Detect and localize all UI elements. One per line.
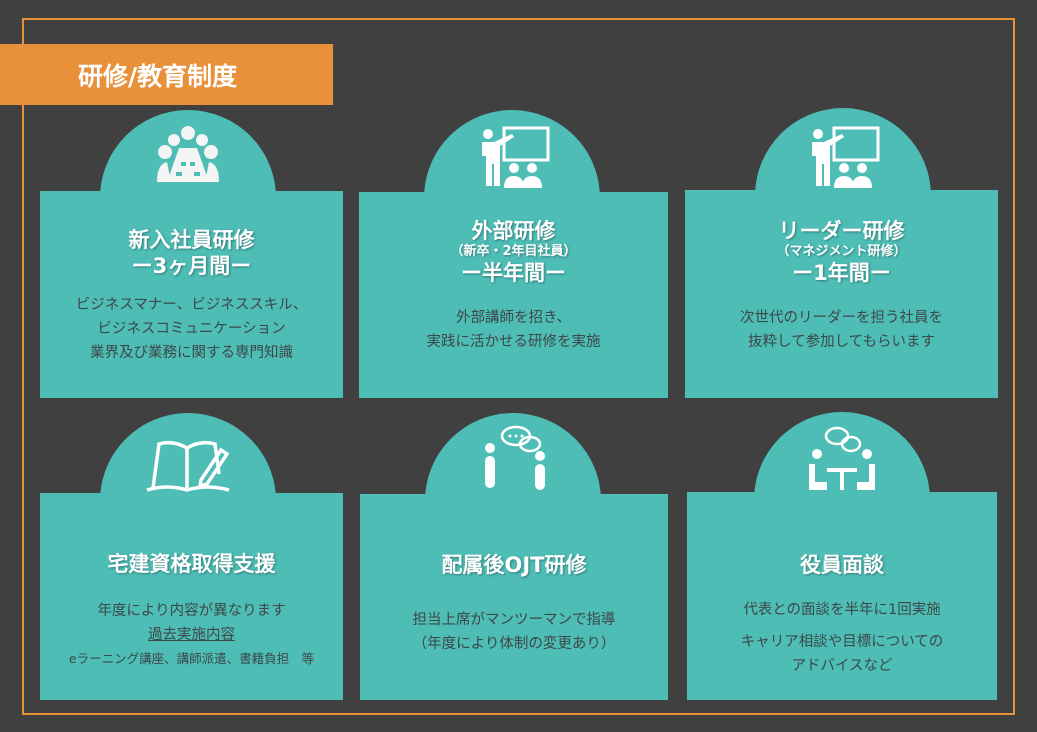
card-text: 外部講師を招き、	[456, 310, 571, 326]
past-content-link[interactable]: 過去実施内容	[148, 627, 235, 643]
card-title: 宅建資格取得支援	[107, 552, 276, 576]
card-title: 外部研修	[471, 219, 556, 243]
card-new-employee-training: 新入社員研修 ー3ヶ月間ー ビジネスマナー、ビジネススキル、 ビジネスコミュニケ…	[40, 191, 343, 398]
meeting-table-icon	[157, 126, 219, 182]
card-text: キャリア相談や目標についての	[740, 634, 944, 650]
card-title: 役員面談	[800, 553, 884, 577]
card-text: 業界及び業務に関する専門知識	[90, 345, 293, 361]
card-text: 実践に活かせる研修を実施	[426, 334, 601, 350]
presentation-icon	[482, 126, 550, 188]
content-frame	[22, 18, 1015, 715]
interview-icon	[809, 426, 875, 490]
card-subtitle: （マネジメント研修）	[776, 244, 907, 259]
card-title: 配属後OJT研修	[441, 553, 587, 577]
card-title: 新入社員研修	[128, 228, 255, 252]
card-leader-training: リーダー研修 （マネジメント研修） ー1年間ー 次世代のリーダーを担う社員を 抜…	[685, 190, 998, 398]
card-period: ー1年間ー	[792, 261, 891, 285]
card-executive-interview: 役員面談 代表との面談を半年に1回実施 キャリア相談や目標についての アドバイス…	[687, 492, 997, 700]
presentation-icon	[812, 126, 880, 188]
card-title: リーダー研修	[778, 219, 905, 243]
card-period: ー3ヶ月間ー	[131, 254, 252, 278]
card-text: 代表との面談を半年に1回実施	[743, 602, 941, 618]
card-text: 次世代のリーダーを担う社員を	[740, 310, 943, 326]
card-text: 抜粋して参加してもらいます	[748, 334, 935, 350]
conversation-icon	[485, 425, 545, 490]
card-period: ー半年間ー	[461, 261, 566, 285]
card-text: ビジネスコミュニケーション	[97, 321, 286, 337]
card-ojt-training: 配属後OJT研修 担当上席がマンツーマンで指導 （年度により体制の変更あり）	[360, 494, 668, 700]
card-license-support: 宅建資格取得支援 年度により内容が異なります 過去実施内容 eラーニング講座、講…	[40, 493, 343, 700]
card-text: 年度により内容が異なります	[97, 603, 286, 619]
card-subtitle: （新卒・2年目社員）	[450, 244, 577, 259]
card-text: ビジネスマナー、ビジネススキル、	[75, 297, 308, 313]
book-pencil-icon	[146, 440, 230, 492]
card-note: eラーニング講座、講師派遣、書籍負担 等	[68, 651, 315, 666]
page-title: 研修/教育制度	[0, 44, 333, 105]
card-text: アドバイスなど	[791, 658, 893, 674]
card-text: 担当上席がマンツーマンで指導	[412, 612, 616, 628]
card-text: （年度により体制の変更あり）	[412, 636, 616, 652]
card-external-training: 外部研修 （新卒・2年目社員） ー半年間ー 外部講師を招き、 実践に活かせる研修…	[359, 192, 668, 398]
